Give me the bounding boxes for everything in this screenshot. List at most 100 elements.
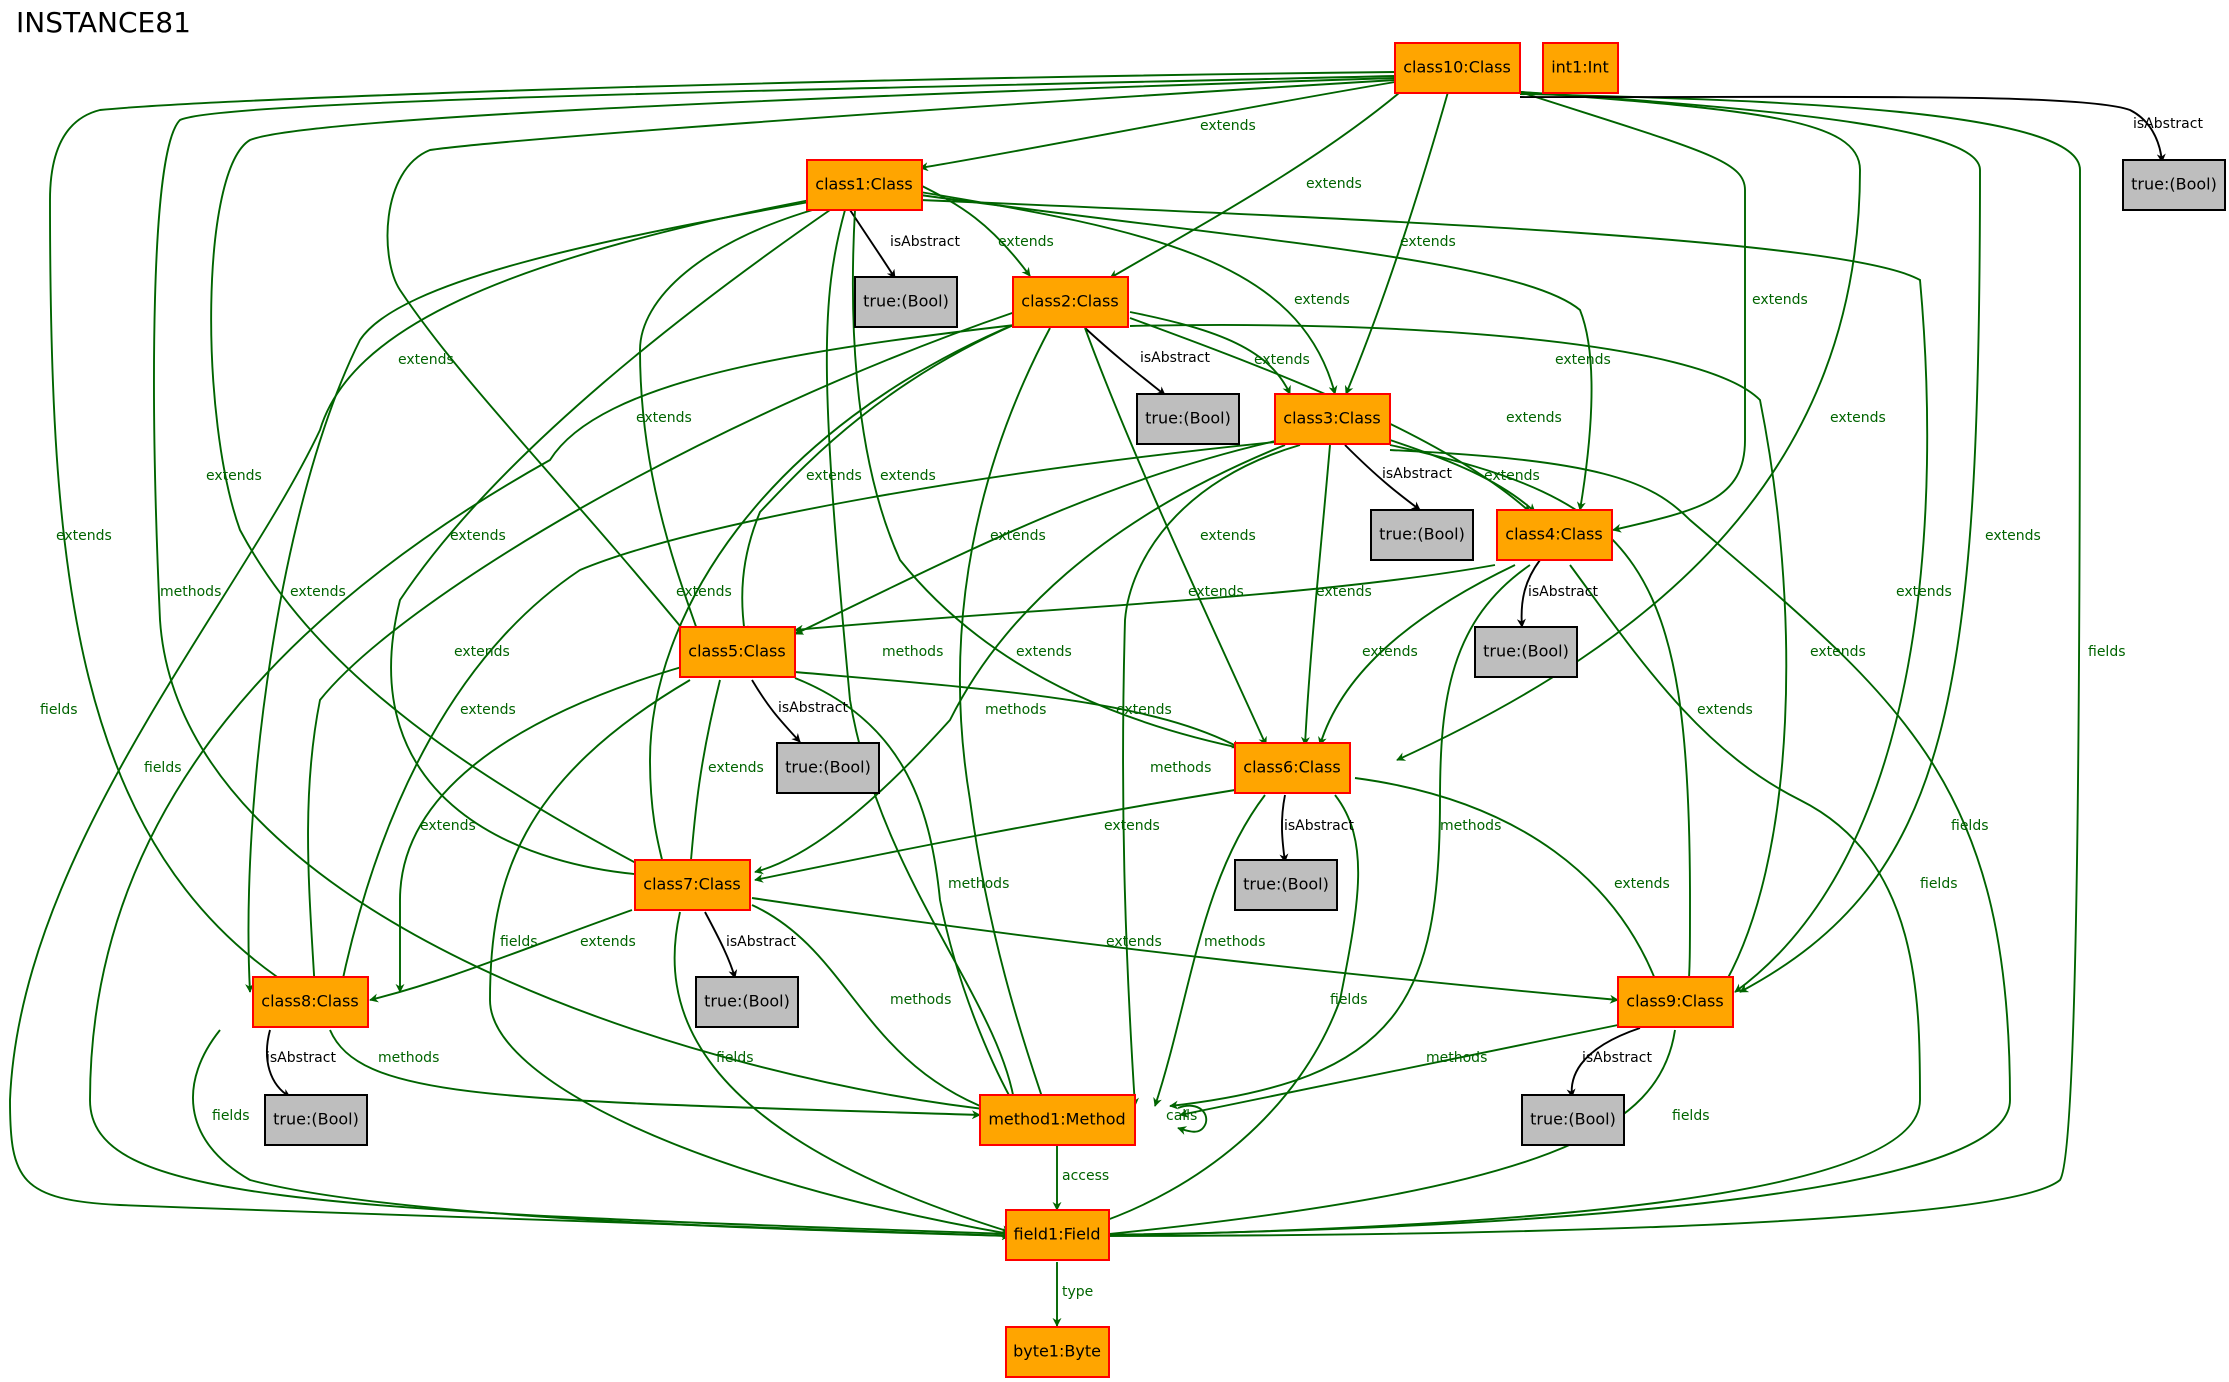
edge-class3-methods-method1	[1122, 444, 1301, 1107]
label-class10-class7: extends	[206, 468, 262, 484]
label-class9-fields: fields	[1672, 1108, 1710, 1124]
edge-class7-extends-class9	[751, 897, 1619, 1004]
node-bool7[interactable]: true:(Bool)	[695, 976, 799, 1028]
edge-class3-extends-class9	[1389, 444, 1694, 993]
label-class7-class9: extends	[1106, 934, 1162, 950]
node-class7[interactable]: class7:Class	[634, 859, 751, 911]
label-class10-class6: extends	[1830, 410, 1886, 426]
edge-class5-extends-class8	[395, 665, 686, 993]
edge-class4-extends-class6	[1318, 564, 1516, 746]
node-class10[interactable]: class10:Class	[1394, 42, 1521, 94]
edge-class6-extends-class7	[754, 789, 1236, 883]
edge-class8-fields-field1	[192, 1029, 1011, 1241]
label-field1-type: type	[1062, 1284, 1093, 1300]
node-class4[interactable]: class4:Class	[1496, 509, 1613, 561]
label-class6-methods: methods	[1204, 934, 1265, 950]
label-class2-class7: extends	[676, 584, 732, 600]
edge-class2-fields-field1	[89, 324, 1016, 1239]
node-bool8[interactable]: true:(Bool)	[264, 1094, 368, 1146]
edge-class7-isAbstract	[704, 911, 738, 979]
label-class6-fields: fields	[1330, 992, 1368, 1008]
edge-class6-isAbstract	[1279, 794, 1289, 863]
node-class7-label: class7:Class	[643, 875, 740, 894]
edge-class2-extends-class5	[739, 317, 1031, 635]
edge-class5-extends-class6	[794, 671, 1241, 749]
edge-class1-fields-field1	[9, 199, 1011, 1241]
label-class3-class6: extends	[1316, 584, 1372, 600]
edge-class4-methods-method1	[1169, 564, 1531, 1110]
label-class10-isAbstract: isAbstract	[2133, 116, 2203, 132]
edge-class2-extends-class9	[1129, 324, 1788, 993]
edge-class10-extends-class7	[210, 77, 1396, 877]
node-class8[interactable]: class8:Class	[252, 976, 369, 1028]
label-class10-class4: extends	[1752, 292, 1808, 308]
node-bool7-label: true:(Bool)	[704, 992, 790, 1011]
label-class10-class1: extends	[1200, 118, 1256, 134]
edge-class10-extends-class6	[1396, 91, 1861, 761]
label-class5-methods: methods	[948, 876, 1009, 892]
node-field1[interactable]: field1:Field	[1005, 1209, 1110, 1261]
node-method1[interactable]: method1:Method	[979, 1094, 1136, 1146]
label-class1-class2: extends	[998, 234, 1054, 250]
label-class1-class7: extends	[450, 528, 506, 544]
node-class10-label: class10:Class	[1403, 58, 1511, 77]
edge-class10-extends-class2	[1109, 87, 1406, 279]
node-bool5[interactable]: true:(Bool)	[776, 742, 880, 794]
node-class9-label: class9:Class	[1626, 992, 1723, 1011]
label-class8-methods: methods	[378, 1050, 439, 1066]
edge-class6-fields-field1	[1089, 794, 1360, 1228]
label-class10-class3: extends	[1400, 234, 1456, 250]
node-int1[interactable]: int1:Int	[1542, 42, 1619, 94]
node-class8-label: class8:Class	[261, 992, 358, 1011]
label-class1-isAbstract: isAbstract	[890, 234, 960, 250]
label-class2-fields: fields	[144, 760, 182, 776]
label-class3-class5: extends	[990, 528, 1046, 544]
label-class4-methods: methods	[1440, 818, 1501, 834]
edge-class10-extends-class3	[1344, 91, 1449, 395]
label-class2-class4: extends	[1506, 410, 1562, 426]
node-class6[interactable]: class6:Class	[1234, 742, 1351, 794]
label-class6-class7: extends	[1104, 818, 1160, 834]
label-class9-isAbstract: isAbstract	[1582, 1050, 1652, 1066]
edge-class1-extends-class5	[639, 204, 831, 639]
label-class10-class8: extends	[56, 528, 112, 544]
edge-class1-extends-class9	[919, 199, 1929, 993]
edge-class10-extends-class9	[1519, 91, 1981, 993]
node-class1[interactable]: class1:Class	[806, 159, 923, 211]
edge-class1-extends-class2	[919, 184, 1031, 277]
edge-class10-fields-field1	[1089, 93, 2081, 1241]
edge-class3-isAbstract	[1344, 444, 1421, 511]
edge-class10-extends-class1	[919, 81, 1396, 172]
node-bool3[interactable]: true:(Bool)	[1370, 509, 1474, 561]
label-class1-class5: extends	[636, 410, 692, 426]
node-class2[interactable]: class2:Class	[1012, 276, 1129, 328]
label-class4-class5: extends	[1188, 584, 1244, 600]
edge-class10-extends-class5	[386, 79, 1396, 639]
node-class9[interactable]: class9:Class	[1617, 976, 1734, 1028]
edge-class3-fields-field1	[1089, 449, 2011, 1240]
label-class2-class9: extends	[1810, 644, 1866, 660]
node-bool9[interactable]: true:(Bool)	[1521, 1094, 1625, 1146]
node-bool6[interactable]: true:(Bool)	[1234, 859, 1338, 911]
label-class3-fields: fields	[1951, 818, 1989, 834]
node-bool1[interactable]: true:(Bool)	[854, 276, 958, 328]
node-bool4[interactable]: true:(Bool)	[1474, 626, 1578, 678]
label-class5-class8: extends	[420, 818, 476, 834]
label-class5-class6: extends	[1116, 702, 1172, 718]
node-bool10[interactable]: true:(Bool)	[2122, 159, 2226, 211]
label-class1-methods: methods	[882, 644, 943, 660]
label-class10-fields: fields	[2088, 644, 2126, 660]
diagram-title: INSTANCE81	[16, 6, 191, 39]
node-bool2[interactable]: true:(Bool)	[1136, 393, 1240, 445]
node-class3[interactable]: class3:Class	[1274, 393, 1391, 445]
node-class5[interactable]: class5:Class	[679, 626, 796, 678]
edge-class9-methods-method1	[1179, 1024, 1619, 1118]
label-class8-isAbstract: isAbstract	[266, 1050, 336, 1066]
edge-class8-isAbstract	[266, 1029, 291, 1098]
edge-class3-extends-class5	[794, 439, 1281, 635]
edge-class2-methods-method1	[958, 327, 1051, 1107]
label-class5-isAbstract: isAbstract	[778, 700, 848, 716]
edge-class2-extends-class3	[1129, 311, 1291, 395]
node-byte1[interactable]: byte1:Byte	[1005, 1326, 1110, 1378]
